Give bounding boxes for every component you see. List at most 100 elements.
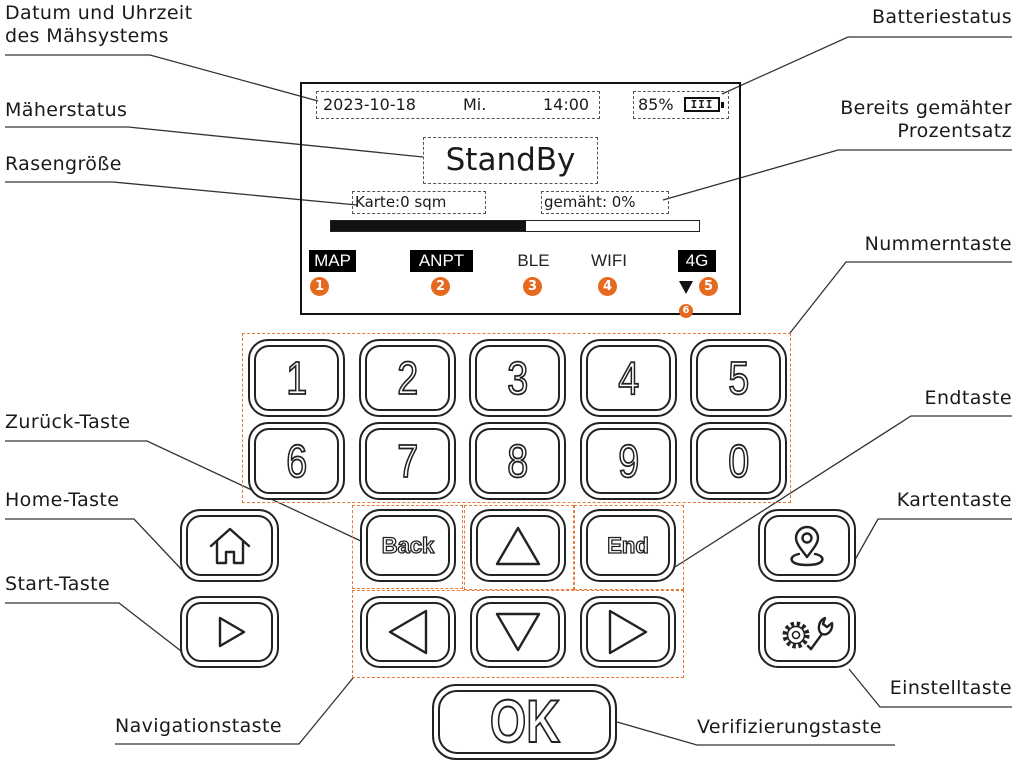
left-button[interactable] bbox=[360, 596, 456, 668]
label-datetime-line2: des Mähsystems bbox=[5, 25, 169, 47]
mower-status-text: StandBy bbox=[445, 142, 576, 178]
lawn-size-box: Karte:0 sqm bbox=[352, 191, 486, 214]
label-datetime-line1: Datum und Uhrzeit bbox=[5, 2, 193, 24]
label-lawn-size: Rasengröße bbox=[5, 153, 122, 175]
back-button[interactable]: Back bbox=[360, 509, 456, 582]
signal-arrow-icon bbox=[679, 281, 693, 294]
key-face bbox=[476, 602, 560, 662]
label-home-key: Home-Taste bbox=[5, 489, 120, 511]
key-face bbox=[186, 602, 273, 662]
battery-icon: III bbox=[684, 97, 724, 112]
mowed-percent-text: gemäht: 0% bbox=[544, 193, 636, 211]
display-screen: 2023-10-18 Mi. 14:00 85% III StandBy Kar… bbox=[300, 82, 741, 318]
label-end-key: Endtaste bbox=[924, 387, 1012, 409]
key-label: 0 bbox=[727, 435, 749, 487]
marker-2: 2 bbox=[431, 277, 450, 296]
key-face: 7 bbox=[365, 428, 450, 494]
map-button[interactable] bbox=[758, 509, 856, 582]
leader-line-map-key bbox=[851, 518, 1012, 566]
arrow-right-icon bbox=[608, 609, 648, 655]
key-face: 5 bbox=[696, 345, 781, 411]
label-ok-key: Verifizierungstaste bbox=[697, 716, 882, 738]
label-battery: Batteriestatus bbox=[871, 6, 1012, 28]
navigation-keys-outline bbox=[352, 590, 684, 678]
up-key-outline bbox=[464, 505, 574, 590]
end-key-outline bbox=[574, 505, 684, 590]
end-button[interactable]: End bbox=[580, 509, 676, 582]
marker-5: 5 bbox=[699, 277, 718, 296]
number-key-8[interactable]: 8 bbox=[469, 422, 566, 500]
leader-line-home-key bbox=[5, 518, 184, 572]
key-label: 3 bbox=[506, 352, 528, 404]
key-label: 5 bbox=[727, 352, 749, 404]
number-key-6[interactable]: 6 bbox=[248, 422, 345, 500]
time-text: 14:00 bbox=[543, 95, 590, 114]
key-label: 7 bbox=[396, 435, 418, 487]
battery-status-box: 85% III bbox=[633, 91, 729, 119]
key-face bbox=[586, 602, 670, 662]
home-button[interactable] bbox=[180, 509, 279, 582]
key-face: 9 bbox=[586, 428, 671, 494]
leader-line-battery bbox=[721, 36, 1012, 95]
marker-1: 1 bbox=[310, 277, 329, 296]
label-start-key: Start-Taste bbox=[5, 573, 111, 595]
indicator-anpt: ANPT bbox=[410, 250, 473, 272]
leader-line-number-keys bbox=[789, 261, 1012, 334]
down-button[interactable] bbox=[470, 596, 566, 668]
map-pin-icon bbox=[790, 525, 824, 566]
arrow-up-icon bbox=[495, 526, 541, 565]
datetime-box: 2023-10-18 Mi. 14:00 bbox=[316, 91, 600, 119]
key-face: Back bbox=[366, 515, 450, 576]
leader-line-navigation-keys bbox=[115, 677, 354, 745]
key-label: 6 bbox=[285, 435, 307, 487]
number-key-1[interactable]: 1 bbox=[248, 339, 345, 417]
number-key-5[interactable]: 5 bbox=[690, 339, 787, 417]
key-face: 6 bbox=[254, 428, 339, 494]
mowed-percent-box: gemäht: 0% bbox=[541, 191, 669, 214]
play-icon bbox=[218, 616, 245, 648]
label-mowed-percent-line2: Prozentsatz bbox=[897, 120, 1012, 142]
end-button-label: End bbox=[607, 532, 650, 558]
arrow-left-icon bbox=[388, 609, 428, 655]
start-button[interactable] bbox=[180, 596, 279, 668]
key-label: 9 bbox=[617, 435, 639, 487]
up-button[interactable] bbox=[470, 509, 566, 582]
key-face: 4 bbox=[586, 345, 671, 411]
leader-line-settings-key bbox=[848, 668, 1012, 708]
back-key-outline bbox=[352, 505, 463, 589]
indicator-map: MAP bbox=[309, 250, 356, 272]
settings-button[interactable] bbox=[758, 596, 856, 668]
marker-3: 3 bbox=[523, 277, 542, 296]
battery-bars: III bbox=[690, 98, 714, 111]
key-label: 1 bbox=[285, 352, 307, 404]
back-button-label: Back bbox=[381, 532, 435, 558]
ok-button[interactable]: OK bbox=[432, 684, 617, 760]
date-text: 2023-10-18 bbox=[323, 95, 416, 114]
leader-line-mower-status bbox=[5, 126, 424, 158]
number-key-3[interactable]: 3 bbox=[469, 339, 566, 417]
mower-status-box: StandBy bbox=[423, 137, 598, 184]
progress-fill bbox=[331, 221, 527, 231]
key-face bbox=[764, 602, 850, 662]
number-keys-group-outline bbox=[242, 333, 791, 503]
key-face: 1 bbox=[254, 345, 339, 411]
battery-percent: 85% bbox=[638, 95, 674, 114]
number-key-2[interactable]: 2 bbox=[359, 339, 456, 417]
label-map-key: Kartentaste bbox=[896, 489, 1012, 511]
number-key-0[interactable]: 0 bbox=[690, 422, 787, 500]
key-face: End bbox=[586, 515, 670, 576]
key-face: 0 bbox=[696, 428, 781, 494]
label-mowed-percent-line1: Bereits gemähter bbox=[840, 97, 1012, 119]
key-face bbox=[366, 602, 450, 662]
key-label: 2 bbox=[396, 352, 418, 404]
right-button[interactable] bbox=[580, 596, 676, 668]
indicator-wifi: WIFI bbox=[591, 251, 627, 270]
number-key-4[interactable]: 4 bbox=[580, 339, 677, 417]
leader-line-ok-key bbox=[616, 721, 895, 746]
number-key-9[interactable]: 9 bbox=[580, 422, 677, 500]
number-key-7[interactable]: 7 bbox=[359, 422, 456, 500]
label-mower-status: Mäherstatus bbox=[5, 99, 128, 121]
key-label: 4 bbox=[617, 352, 639, 404]
key-label: 8 bbox=[506, 435, 528, 487]
